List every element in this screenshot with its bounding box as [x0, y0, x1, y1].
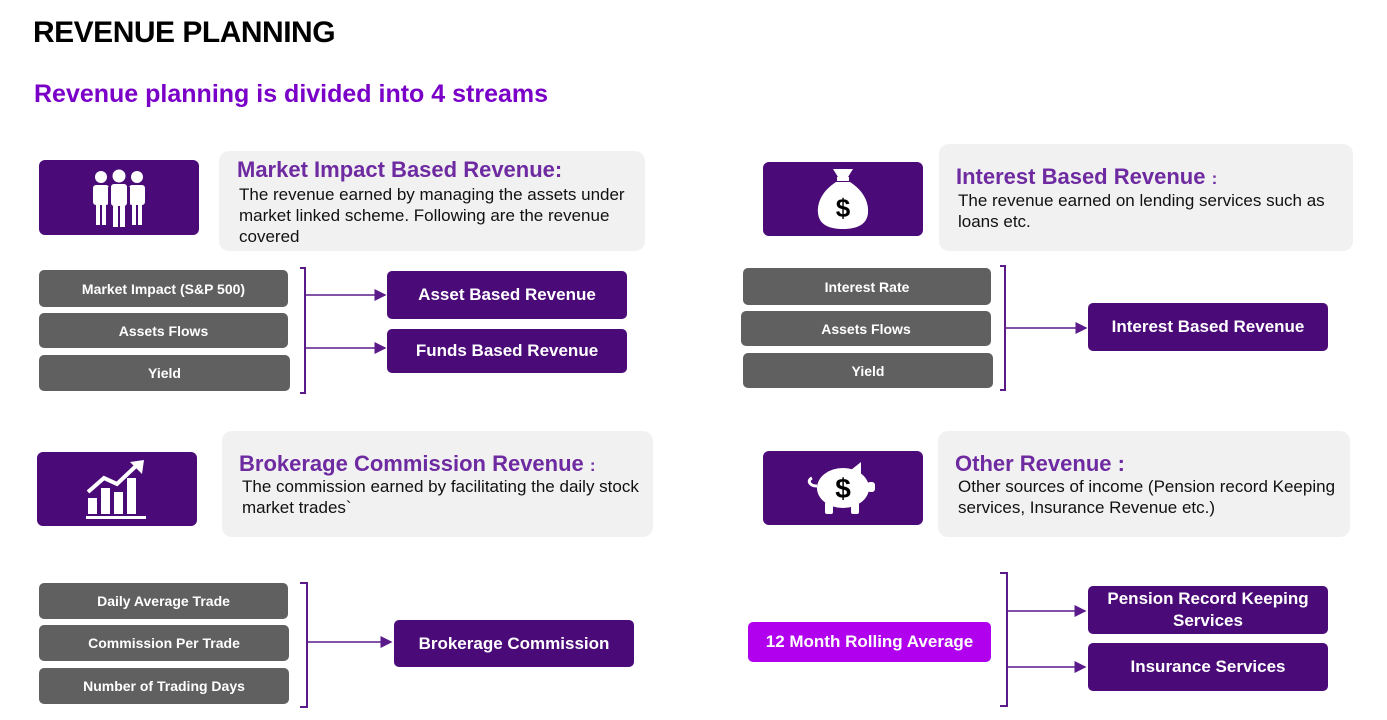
interest-description: The revenue earned on lending services s…	[958, 191, 1325, 231]
page-subtitle: Revenue planning is divided into 4 strea…	[34, 80, 549, 108]
interest-driver: Interest Rate	[743, 268, 991, 305]
brokerage-description-panel	[222, 431, 653, 537]
other-driver: 12 Month Rolling Average	[748, 622, 991, 662]
brokerage-description: The commission earned by facilitating th…	[242, 477, 639, 517]
interest-outcome: Interest Based Revenue	[1088, 303, 1328, 351]
other-description-panel	[938, 431, 1350, 537]
interest-heading: Interest Based Revenue :	[956, 164, 1217, 190]
other-outcome: Pension Record Keeping Services	[1088, 586, 1328, 634]
people-icon	[93, 169, 145, 227]
brokerage-heading: Brokerage Commission Revenue :	[239, 451, 596, 477]
piggy-bank-icon: $	[807, 462, 875, 514]
market-icon-tile	[39, 160, 199, 235]
interest-heading-text: Interest Based Revenue	[956, 164, 1206, 189]
brokerage-heading-colon: :	[589, 456, 596, 475]
svg-text:$: $	[835, 473, 851, 504]
interest-driver: Yield	[743, 353, 993, 388]
brokerage-driver: Daily Average Trade	[39, 583, 288, 619]
market-outcome: Asset Based Revenue	[387, 271, 627, 319]
other-description: Other sources of income (Pension record …	[958, 477, 1336, 517]
brokerage-heading-text: Brokerage Commission Revenue	[239, 451, 584, 476]
interest-driver: Assets Flows	[741, 311, 991, 346]
market-driver: Yield	[39, 355, 290, 391]
market-driver: Assets Flows	[39, 313, 288, 348]
market-description: The revenue earned by managing the asset…	[239, 185, 625, 246]
market-outcome: Funds Based Revenue	[387, 329, 627, 373]
page-title: REVENUE PLANNING	[33, 16, 336, 49]
market-driver: Market Impact (S&P 500)	[39, 270, 288, 307]
brokerage-outcome: Brokerage Commission	[394, 620, 634, 667]
interest-icon-tile: $	[763, 162, 923, 236]
brokerage-driver: Commission Per Trade	[39, 625, 289, 661]
other-outcome: Insurance Services	[1088, 643, 1328, 691]
svg-text:$: $	[836, 193, 851, 223]
interest-heading-colon: :	[1211, 169, 1218, 188]
brokerage-driver: Number of Trading Days	[39, 668, 289, 704]
growth-chart-icon	[86, 460, 146, 519]
brokerage-icon-tile	[37, 452, 197, 526]
interest-description-panel	[939, 144, 1353, 251]
money-bag-icon: $	[817, 169, 869, 229]
market-heading: Market Impact Based Revenue:	[237, 157, 563, 182]
other-icon-tile: $	[763, 451, 923, 525]
market-description-panel	[219, 151, 645, 251]
other-heading: Other Revenue :	[955, 451, 1125, 476]
